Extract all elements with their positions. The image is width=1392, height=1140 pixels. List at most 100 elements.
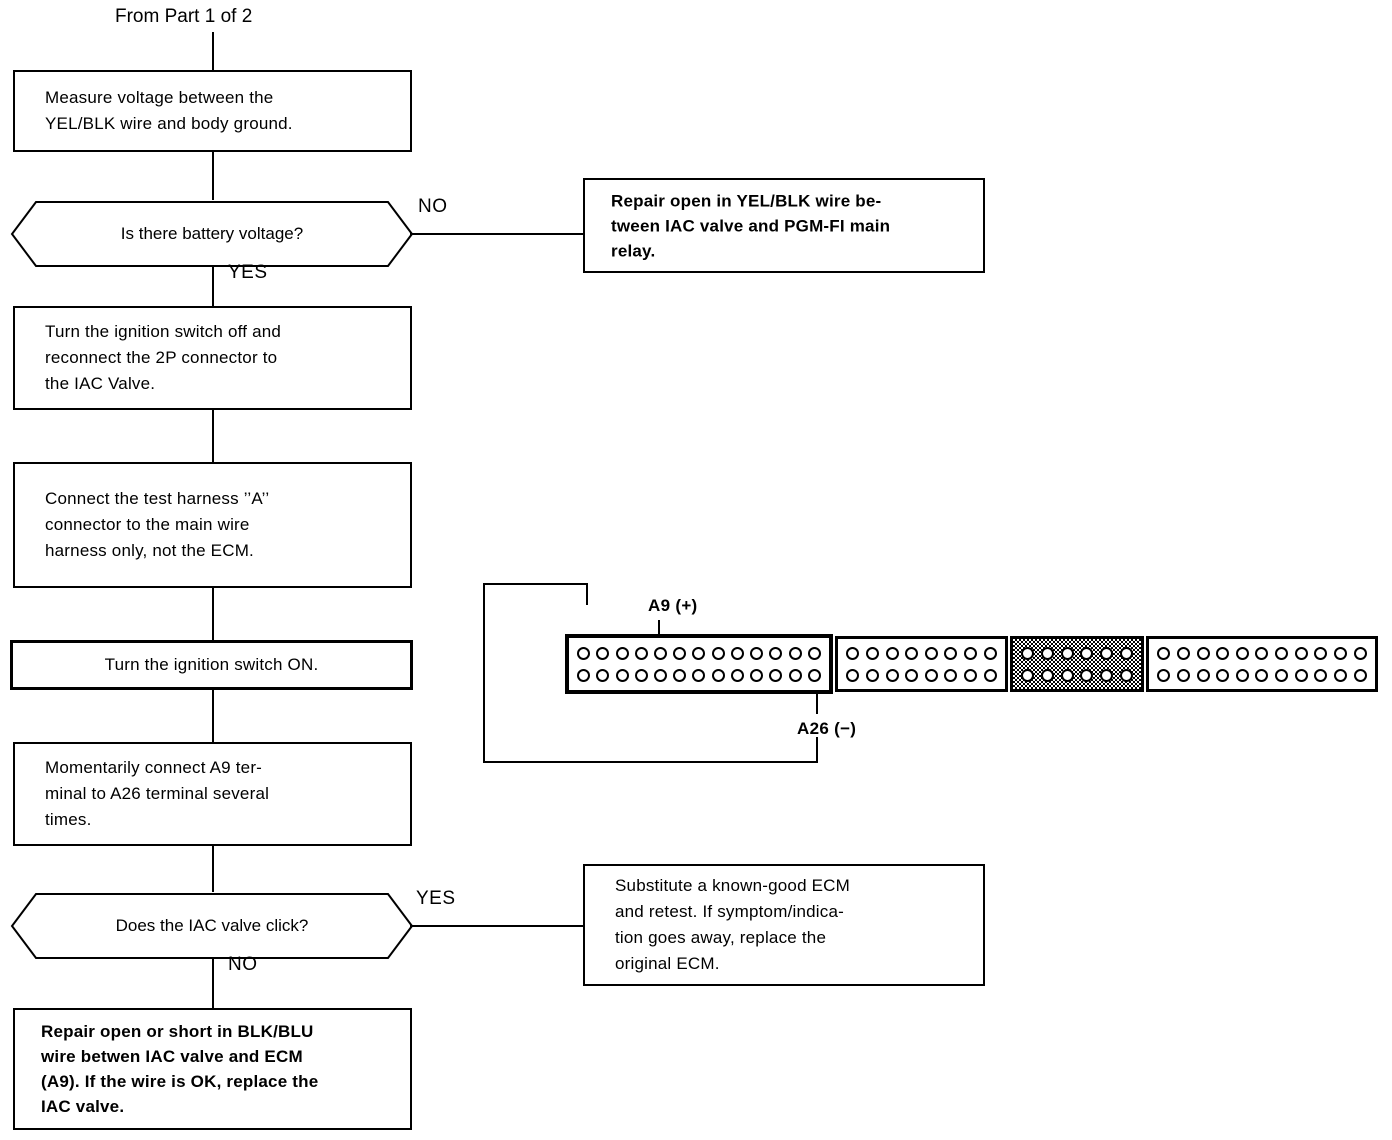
connector-pin — [905, 668, 919, 682]
jumper-wire-top-stub — [586, 583, 588, 605]
connector-pin — [1235, 646, 1249, 660]
connector-pin — [673, 646, 687, 660]
connector-pin — [1314, 646, 1328, 660]
label-terminal-a26: A26 (−) — [797, 719, 857, 738]
connector-pin — [634, 668, 648, 682]
connector-pin — [692, 668, 706, 682]
connector-pin — [769, 646, 783, 660]
connector-pin — [615, 668, 629, 682]
ecm-connector-block-3-row-bottom — [1013, 664, 1141, 686]
connector-pin — [924, 646, 938, 660]
ecm-connector-block-1-row-top — [569, 642, 829, 664]
connector-line-entry — [212, 32, 214, 70]
step-connect-test-harness: Connect the test harness ’’A’’ connector… — [13, 462, 412, 588]
connector-pin — [1235, 668, 1249, 682]
connector-pin — [577, 668, 591, 682]
action-repair-blkblu-wire: Repair open or short in BLK/BLU wire bet… — [13, 1008, 412, 1130]
connector-pin — [1119, 646, 1133, 660]
ecm-connector-block-4 — [1146, 636, 1378, 692]
connector-pin — [1099, 668, 1113, 682]
connector-pin — [1021, 668, 1035, 682]
step-momentarily-connect-a9-a26-text: Momentarily connect A9 ter- minal to A26… — [45, 758, 270, 829]
decision-iac-valve-click-shape — [10, 893, 414, 959]
ecm-connector-block-4-row-top — [1149, 642, 1375, 664]
connector-pin — [1176, 646, 1190, 660]
connector-pin — [944, 646, 958, 660]
ecm-connector-block-4-row-bottom — [1149, 664, 1375, 686]
connector-line-2 — [212, 410, 214, 462]
step-measure-voltage: Measure voltage between the YEL/BLK wire… — [13, 70, 412, 152]
branch-label-no-2: NO — [228, 954, 258, 975]
connector-pin — [1196, 646, 1210, 660]
connector-pin — [807, 646, 821, 660]
connector-line-3 — [212, 588, 214, 640]
page-entry-label: From Part 1 of 2 — [115, 6, 253, 27]
connector-line-4 — [212, 690, 214, 742]
connector-pin — [807, 668, 821, 682]
connector-pin — [1216, 668, 1230, 682]
connector-pin — [750, 646, 764, 660]
connector-pin — [1216, 646, 1230, 660]
jumper-wire-top — [483, 583, 588, 585]
connector-line-5 — [212, 846, 214, 892]
pointer-line-a26 — [816, 682, 818, 714]
step-connect-test-harness-text: Connect the test harness ’’A’’ connector… — [45, 489, 270, 560]
branch-label-yes-2: YES — [416, 888, 456, 909]
step-measure-voltage-text: Measure voltage between the YEL/BLK wire… — [45, 88, 293, 133]
connector-pin — [1353, 668, 1367, 682]
connector-pin — [1040, 646, 1054, 660]
ecm-connector-block-3-row-top — [1013, 642, 1141, 664]
connector-pin — [673, 668, 687, 682]
action-repair-yelblk-wire: Repair open in YEL/BLK wire be- tween IA… — [583, 178, 985, 273]
branch-line-no-1 — [410, 233, 585, 235]
decision-battery-voltage: Is there battery voltage? — [10, 200, 414, 268]
connector-pin — [1294, 668, 1308, 682]
connector-pin — [964, 646, 978, 660]
label-terminal-a9: A9 (+) — [648, 596, 698, 615]
jumper-wire-right-stub — [816, 737, 818, 763]
connector-pin — [1255, 646, 1269, 660]
jumper-wire-left — [483, 583, 485, 763]
connector-pin — [885, 668, 899, 682]
connector-pin — [730, 646, 744, 660]
connector-pin — [1080, 646, 1094, 660]
connector-pin — [1060, 646, 1074, 660]
step-ignition-switch-on: Turn the ignition switch ON. — [10, 640, 413, 690]
decision-iac-valve-click-text: Does the IAC valve click? — [115, 916, 309, 935]
connector-pin — [1294, 646, 1308, 660]
connector-pin — [865, 668, 879, 682]
connector-pin — [1099, 646, 1113, 660]
connector-pin — [1333, 668, 1347, 682]
connector-pin — [653, 646, 667, 660]
connector-pin — [769, 668, 783, 682]
connector-pin — [711, 646, 725, 660]
connector-pin — [1255, 668, 1269, 682]
action-substitute-ecm: Substitute a known-good ECM and retest. … — [583, 864, 985, 986]
branch-line-yes-2 — [410, 925, 585, 927]
connector-pin — [1040, 668, 1054, 682]
connector-pin — [1060, 668, 1074, 682]
step-momentarily-connect-a9-a26: Momentarily connect A9 ter- minal to A26… — [13, 742, 412, 846]
action-repair-blkblu-wire-text: Repair open or short in BLK/BLU wire bet… — [41, 1022, 319, 1116]
connector-pin — [846, 646, 860, 660]
connector-pin — [1157, 646, 1171, 660]
connector-pin — [924, 668, 938, 682]
connector-pin — [1275, 646, 1289, 660]
connector-pin — [577, 646, 591, 660]
branch-line-yes-1 — [212, 266, 214, 322]
connector-pin — [885, 646, 899, 660]
connector-pin — [788, 668, 802, 682]
connector-pin — [1314, 668, 1328, 682]
ecm-connector-block-1 — [565, 634, 833, 694]
step-turn-off-reconnect-2p: Turn the ignition switch off and reconne… — [13, 306, 412, 410]
ecm-connector-block-2-row-bottom — [838, 664, 1005, 686]
connector-pin — [1176, 668, 1190, 682]
connector-pin — [1119, 668, 1133, 682]
connector-pin — [788, 646, 802, 660]
branch-line-no-2 — [212, 958, 214, 1008]
connector-pin — [692, 646, 706, 660]
connector-pin — [1080, 668, 1094, 682]
connector-pin — [653, 668, 667, 682]
branch-label-yes-1: YES — [228, 262, 268, 283]
decision-iac-valve-click: Does the IAC valve click? — [10, 892, 414, 960]
